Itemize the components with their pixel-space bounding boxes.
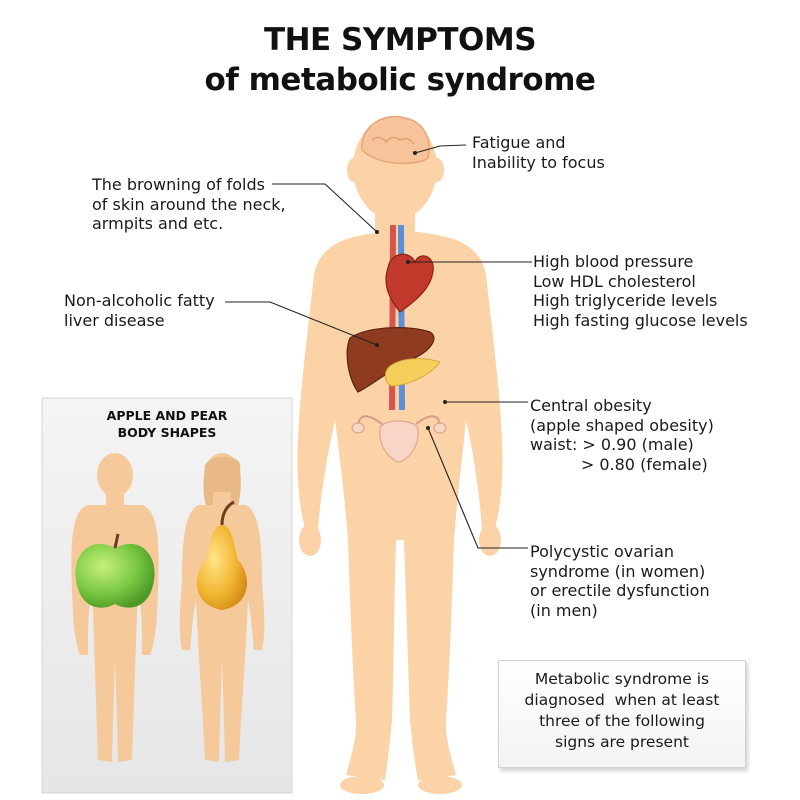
leader-lines xyxy=(225,144,532,549)
label-fatigue: Fatigue and Inability to focus xyxy=(472,133,605,172)
label-central-obesity: Central obesity (apple shaped obesity) w… xyxy=(530,396,714,474)
reproductive-organs xyxy=(351,415,447,463)
pancreas-organ xyxy=(384,358,441,387)
label-skin-folds: The browning of folds of skin around the… xyxy=(92,175,286,233)
leader-fatigue xyxy=(414,144,467,154)
brain-organ xyxy=(361,115,430,165)
heart-organ xyxy=(385,253,434,313)
title-line-2: of metabolic syndrome xyxy=(204,62,596,98)
leader-skin xyxy=(272,183,378,233)
label-blood-markers: High blood pressure Low HDL cholesterol … xyxy=(533,252,748,330)
label-pcos: Polycystic ovarian syndrome (in women) o… xyxy=(530,542,710,620)
title-line-1: THE SYMPTOMS xyxy=(263,22,537,58)
apple-fruit-icon xyxy=(75,533,155,608)
leader-pcos xyxy=(427,427,528,549)
label-fatty-liver: Non-alcoholic fatty liver disease xyxy=(64,291,215,330)
diagnosis-note-box: Metabolic syndrome is diagnosed when at … xyxy=(498,660,746,768)
leader-liver xyxy=(225,301,378,346)
pear-fruit-icon xyxy=(196,500,248,610)
inset-title: APPLE AND PEAR BODY SHAPES xyxy=(106,408,228,440)
